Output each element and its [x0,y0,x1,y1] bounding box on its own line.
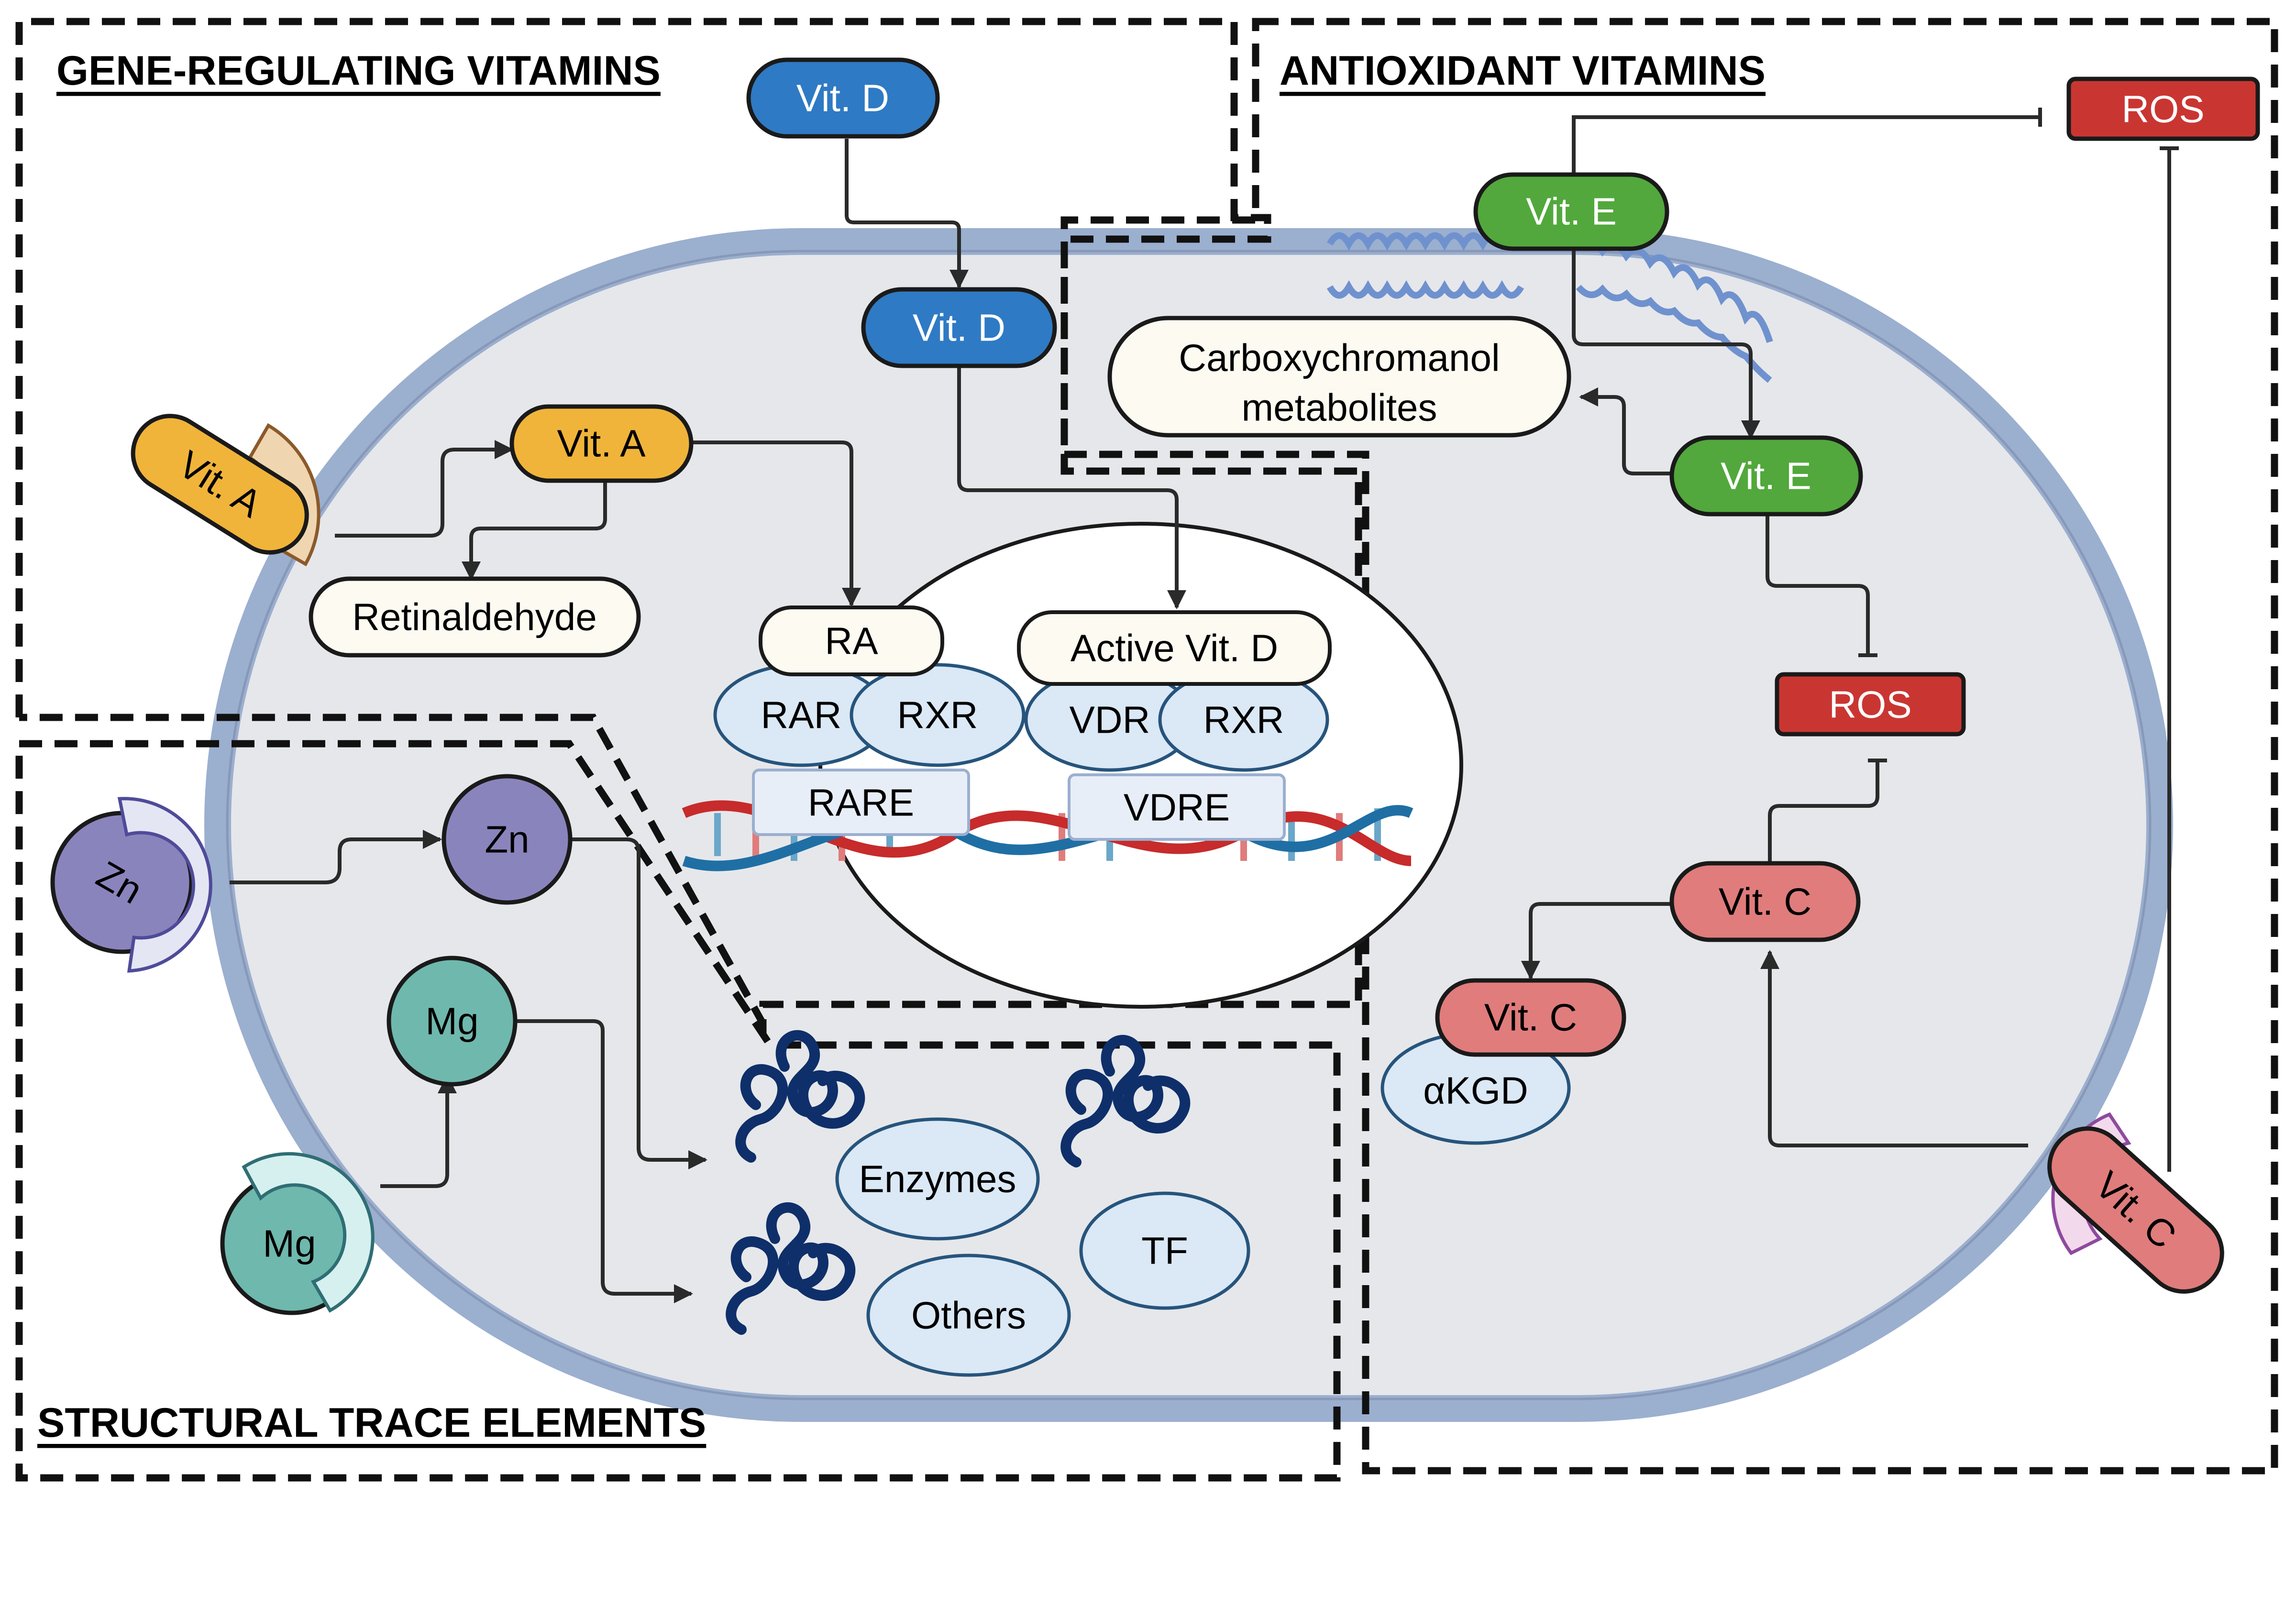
ros-extracellular-label: ROS [2121,88,2204,131]
frame-structural [15,740,1341,1482]
edge-vitc-inhibits-ros-in [1768,759,1887,863]
vdr-label: VDR [1070,699,1150,741]
edge-vitc-to-akgd [1521,902,1672,980]
rar-label: RAR [761,694,842,737]
ros-intracellular-label: ROS [1829,683,1911,726]
vitc-bound-node [1435,978,1626,1057]
mg-transporter: Mg [220,1152,375,1315]
edge-vite-inhibits-ros-in [1766,514,1877,657]
active-vitd-label: Active Vit. D [1071,627,1278,670]
vdre-element-box [1068,773,1286,841]
edge-mg-to-others [514,1019,693,1303]
edge-mg-transport [380,1074,457,1188]
edge-vita-to-ra [689,440,861,607]
edge-vite-down [1572,249,1760,440]
edge-vita-transport [335,440,514,538]
vite-intracellular-label: Vit. E [1721,455,1811,497]
edge-vitd-entry [845,139,969,289]
frame-antioxidant [1060,18,2278,1475]
zn-intracellular-node [442,774,573,905]
vita-transporter: Vit. A [131,414,320,567]
others-label: Others [911,1294,1026,1337]
vitc-intracellular-label: Vit. C [1719,881,1811,923]
mg-intracellular-node [386,956,518,1087]
mg-transport-label: Mg [263,1222,316,1265]
vitd-intracellular-node [861,287,1057,368]
zn-transporter: Zn [50,797,212,973]
mg-intracellular-label: Mg [425,1000,478,1043]
ra-label: RA [825,620,878,662]
edge-vitd-to-nucleus [957,363,1186,609]
title-gene-regulating: GENE-REGULATING VITAMINS [56,48,661,94]
rare-label: RARE [808,781,914,824]
cell-membrane-inner-line [226,250,2152,1400]
vitc-bound-label: Vit. C [1484,996,1577,1039]
rxr-receptor-1 [850,663,1026,767]
tf-label: TF [1141,1230,1188,1272]
vitc-transport-capsule [2047,1126,2224,1294]
vitc-intracellular-node [1669,861,1861,942]
akgd-label: αKGD [1423,1069,1528,1112]
others-node [866,1254,1071,1377]
zn-intracellular-label: Zn [485,818,529,861]
rxr-label-1: RXR [897,694,978,737]
vite-intracellular-node [1669,435,1863,517]
rare-element-box [752,769,970,836]
ra-ligand-box [759,605,944,676]
vita-intracellular-label: Vit. A [557,422,646,465]
ros-intracellular-node [1775,672,1966,737]
vita-intracellular-node [509,404,694,483]
vite-membrane-label: Vit. E [1526,190,1617,233]
edge-vita-to-retinaldehyde [462,481,607,581]
edge-vite-inhibits-ros-out [1572,108,2042,177]
enzymes-label: Enzymes [859,1158,1016,1200]
carboxychromanol-label-line2: metabolites [1241,386,1437,429]
tf-node [1079,1191,1250,1310]
edge-zn-to-enzymes [569,837,707,1169]
edge-vitc-transport [1760,950,2028,1147]
vite-membrane-node [1473,172,1669,251]
title-structural: STRUCTURAL TRACE ELEMENTS [37,1400,706,1446]
active-vitd-box [1017,610,1332,686]
vitd-intracellular-label: Vit. D [913,307,1005,349]
edge-zn-transport [230,830,442,884]
carboxychromanol-label-line1: Carboxychromanol [1179,337,1500,379]
vita-transport-capsule [131,414,309,555]
rxr-label-2: RXR [1203,699,1284,741]
title-antioxidant: ANTIOXIDANT VITAMINS [1280,48,1766,94]
vitd-extracellular-node [746,57,940,139]
vitd-extracellular-label: Vit. D [796,77,889,120]
vitc-transporter: Vit. C [2047,1112,2224,1294]
edge-vite-to-carboxy [1579,387,1672,475]
retinaldehyde-label: Retinaldehyde [352,596,596,638]
carboxychromanol-node [1107,316,1571,438]
enzymes-node [835,1117,1040,1241]
retinaldehyde-node [309,576,641,658]
ros-extracellular-node [2066,77,2260,141]
vdre-label: VDRE [1124,786,1230,829]
